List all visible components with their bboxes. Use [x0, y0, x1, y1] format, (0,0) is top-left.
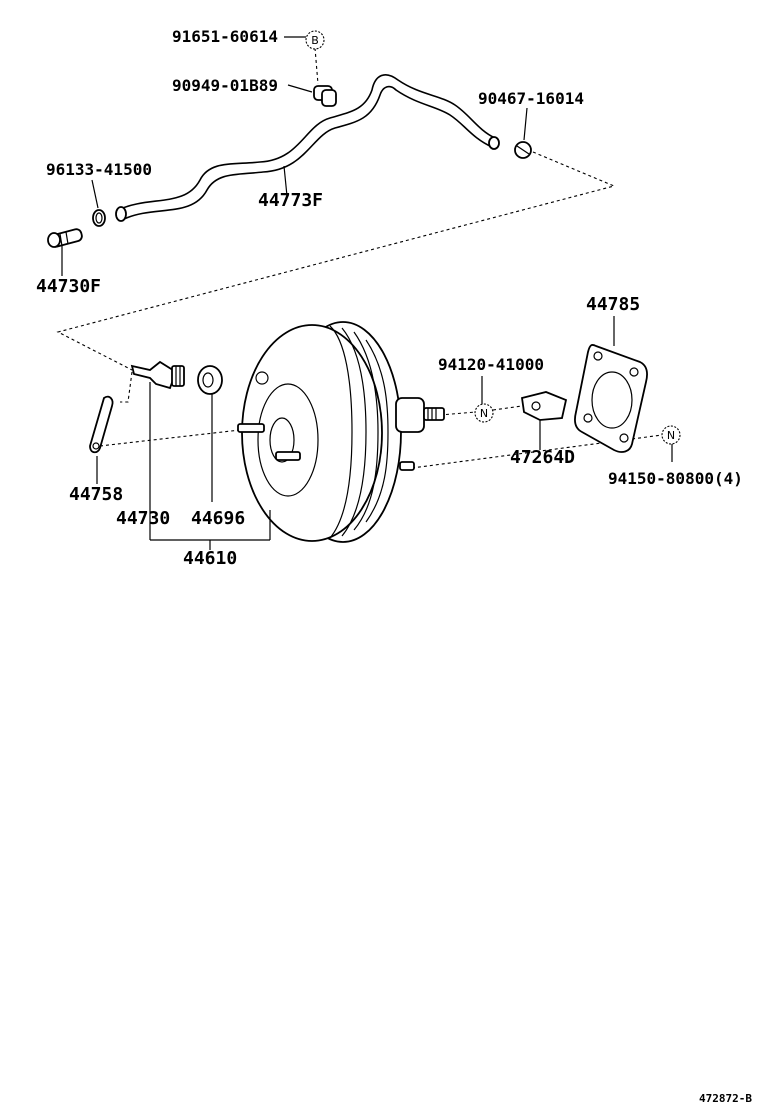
- clamp-90949: [313, 85, 337, 107]
- vacuum-hose-44773F: [115, 74, 500, 222]
- top-leaders: [61, 36, 528, 276]
- svg-text:B: B: [311, 34, 319, 47]
- marker-b: B: [305, 30, 325, 50]
- svg-text:N: N: [667, 429, 675, 442]
- label-96133-41500: 96133-41500: [46, 160, 152, 179]
- label-44773F: 44773F: [258, 190, 323, 211]
- clip-96133: [92, 209, 106, 227]
- marker-n-94150: N: [661, 425, 681, 445]
- gasket-44785: [574, 316, 648, 453]
- label-90467-16014: 90467-16014: [478, 89, 584, 108]
- label-44730F: 44730F: [36, 276, 101, 297]
- clip-90467: [514, 141, 532, 159]
- lever-44758: [89, 395, 114, 484]
- label-90949-01B89: 90949-01B89: [172, 76, 278, 95]
- label-94120-41000: 94120-41000: [438, 355, 544, 374]
- clevis-47264D: [520, 391, 568, 450]
- check-valve-44730: [130, 360, 185, 540]
- label-44610: 44610: [183, 548, 237, 569]
- label-94150-80800: 94150-80800(4): [608, 469, 743, 488]
- label-44758: 44758: [69, 484, 123, 505]
- label-44730: 44730: [116, 508, 170, 529]
- union-44730F: [47, 228, 83, 248]
- grommet-44696: [197, 365, 223, 502]
- marker-n-94120: N: [474, 403, 494, 423]
- svg-text:N: N: [480, 407, 488, 420]
- label-47264D: 47264D: [510, 447, 575, 468]
- label-44785: 44785: [586, 294, 640, 315]
- footer-diagram-code: 472872-B: [699, 1092, 752, 1105]
- label-44696: 44696: [191, 508, 245, 529]
- brake-booster-body: [237, 321, 445, 543]
- label-91651-60614: 91651-60614: [172, 27, 278, 46]
- assembly-bracket-44610: [150, 539, 270, 550]
